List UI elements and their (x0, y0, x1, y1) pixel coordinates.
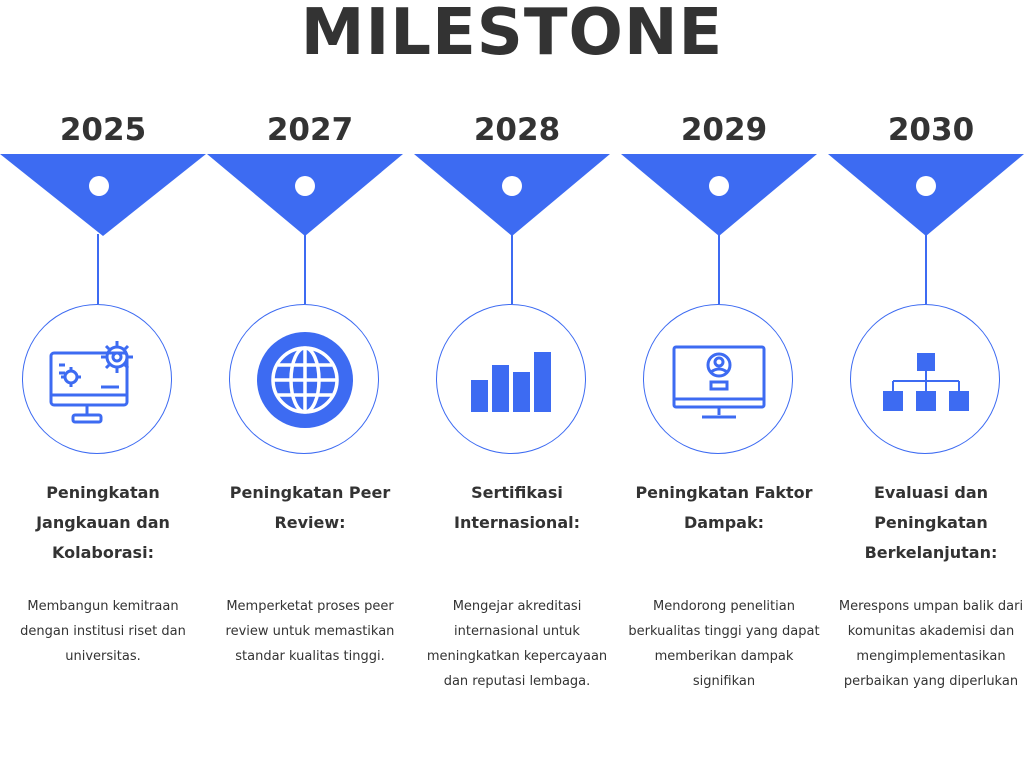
milestone-description: Membangun kemitraan dengan institusi ris… (20, 599, 186, 664)
marker-dot (89, 176, 109, 196)
year-marker-triangle (207, 154, 403, 236)
milestone-2027: 2027 Peningkatan Peer Review: Memperketa… (207, 110, 413, 760)
connector-line (97, 234, 99, 304)
milestone-description: Merespons umpan balik dari komunitas aka… (838, 599, 1024, 689)
milestone-year: 2025 (59, 112, 147, 148)
milestone-description: Memperketat proses peer review untuk mem… (225, 599, 395, 664)
year-marker-triangle (828, 154, 1024, 236)
milestone-year: 2029 (680, 112, 768, 148)
milestone-heading: Sertifikasi Internasional: (454, 483, 580, 532)
globe-icon (257, 332, 353, 428)
icon-circle (22, 304, 172, 454)
milestone-year: 2027 (266, 112, 354, 148)
milestone-heading: Peningkatan Jangkauan dan Kolaborasi: (36, 483, 170, 562)
milestone-heading: Evaluasi dan Peningkatan Berkelanjutan: (864, 483, 998, 562)
connector-line (925, 234, 927, 304)
milestone-year: 2028 (473, 112, 561, 148)
milestone-2025: 2025 Peningkatan J (0, 110, 206, 760)
marker-dot (295, 176, 315, 196)
icon-circle (850, 304, 1000, 454)
marker-dot (502, 176, 522, 196)
milestone-year: 2030 (887, 112, 975, 148)
year-marker-triangle (0, 154, 206, 236)
monitor-user-icon (672, 345, 766, 419)
milestone-description: Mengejar akreditasi internasional untuk … (426, 599, 608, 689)
connector-line (511, 234, 513, 304)
icon-circle (436, 304, 586, 454)
marker-dot (709, 176, 729, 196)
bar-chart-icon (471, 352, 551, 412)
milestone-description: Mendorong penelitian berkualitas tinggi … (628, 599, 820, 689)
hierarchy-icon (883, 353, 969, 411)
connector-line (718, 234, 720, 304)
connector-line (304, 234, 306, 304)
year-marker-triangle (414, 154, 610, 236)
computer-gears-icon (49, 341, 133, 424)
milestone-heading: Peningkatan Peer Review: (229, 483, 391, 532)
icon-circle (229, 304, 379, 454)
milestone-heading: Peningkatan Faktor Dampak: (635, 483, 813, 532)
year-marker-triangle (621, 154, 817, 236)
milestone-2029: 2029 Peningkatan Faktor Dampak: Mendoron… (621, 110, 827, 760)
icon-circle (643, 304, 793, 454)
page-title: MILESTONE (300, 0, 724, 70)
marker-dot (916, 176, 936, 196)
milestone-2030: 2030 Evaluasi dan Peningkatan Berkelanju… (828, 110, 1024, 760)
milestone-2028: 2028 Sertifikasi Internasional: Mengejar… (414, 110, 620, 760)
